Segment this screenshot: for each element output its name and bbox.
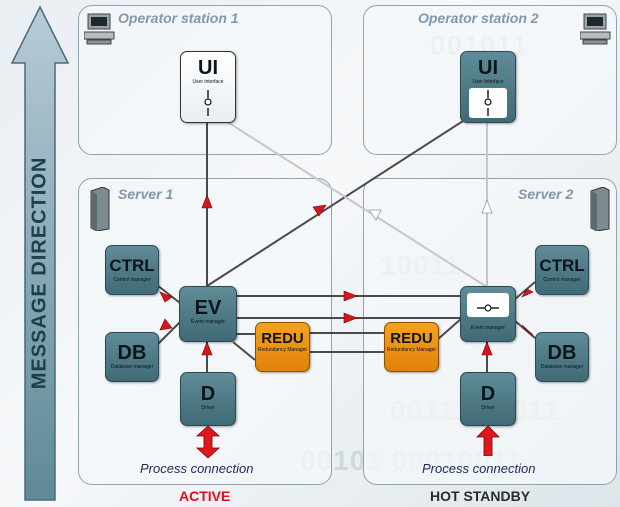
active-status-label: ACTIVE bbox=[179, 488, 231, 504]
server-icon bbox=[590, 187, 610, 231]
arrow-head bbox=[159, 291, 173, 303]
server-icon bbox=[90, 187, 110, 231]
arrow-head-standby bbox=[481, 198, 493, 214]
operator-station-1-title: Operator station 1 bbox=[118, 10, 239, 26]
ui-node-station-1: UI User interface bbox=[180, 51, 236, 123]
db-node-server-2: DB Database manager bbox=[535, 332, 589, 382]
redu2-to-ev2-line bbox=[436, 317, 463, 341]
ctrl1-to-ev1-line bbox=[156, 284, 181, 304]
ev1-redu1-diag bbox=[232, 341, 256, 361]
ev1-to-ui2-line bbox=[206, 111, 478, 287]
driver-node-server-1: D Driver bbox=[180, 372, 236, 426]
ev2-to-ui1-line-standby bbox=[217, 115, 488, 288]
ctrl-node-server-2: CTRL Control manager bbox=[535, 245, 589, 295]
message-direction-arrow bbox=[10, 5, 70, 501]
redu-node-server-2: REDU Redundancy Manager bbox=[384, 322, 439, 372]
arrow-head-standby bbox=[368, 209, 382, 221]
hot-standby-status-label: HOT STANDBY bbox=[430, 488, 531, 504]
arrow-head bbox=[343, 290, 358, 302]
arrow-head bbox=[201, 341, 213, 356]
switch-icon bbox=[477, 304, 499, 312]
computer-icon bbox=[580, 13, 611, 45]
server-1-title: Server 1 bbox=[118, 186, 174, 202]
ev-node-server-1: EV Event manager bbox=[179, 286, 237, 342]
computer-icon bbox=[84, 13, 115, 45]
process-up-arrow bbox=[476, 426, 500, 456]
process-double-arrow bbox=[196, 426, 220, 458]
driver-node-server-2: D Driver bbox=[460, 372, 516, 426]
ev2-to-db2-line bbox=[513, 319, 536, 339]
ui-node-station-2: UI User interface bbox=[460, 51, 516, 123]
db-node-server-1: DB Database manager bbox=[105, 332, 159, 382]
arrow-head bbox=[343, 312, 358, 324]
process-connection-label-server-1: Process connection bbox=[140, 461, 254, 476]
process-connection-label-server-2: Process connection bbox=[422, 461, 536, 476]
arrow-head bbox=[521, 324, 534, 336]
ev2-to-ctrl2-line bbox=[513, 281, 536, 301]
server-2-title: Server 2 bbox=[518, 186, 574, 202]
arrow-head bbox=[521, 288, 534, 298]
switch-icon bbox=[204, 90, 212, 116]
arrow-head bbox=[312, 204, 327, 217]
switch-icon bbox=[484, 90, 492, 116]
ctrl-node-server-1: CTRL Control manager bbox=[105, 245, 159, 295]
arrow-head bbox=[201, 194, 213, 209]
db1-to-ev1-line bbox=[156, 321, 181, 346]
arrow-head bbox=[159, 318, 173, 331]
operator-station-2-title: Operator station 2 bbox=[418, 10, 539, 26]
ev-node-server-2: Event manager bbox=[460, 286, 516, 342]
redu-node-server-1: REDU Redundancy Manager bbox=[255, 322, 310, 372]
arrow-head bbox=[481, 341, 493, 356]
